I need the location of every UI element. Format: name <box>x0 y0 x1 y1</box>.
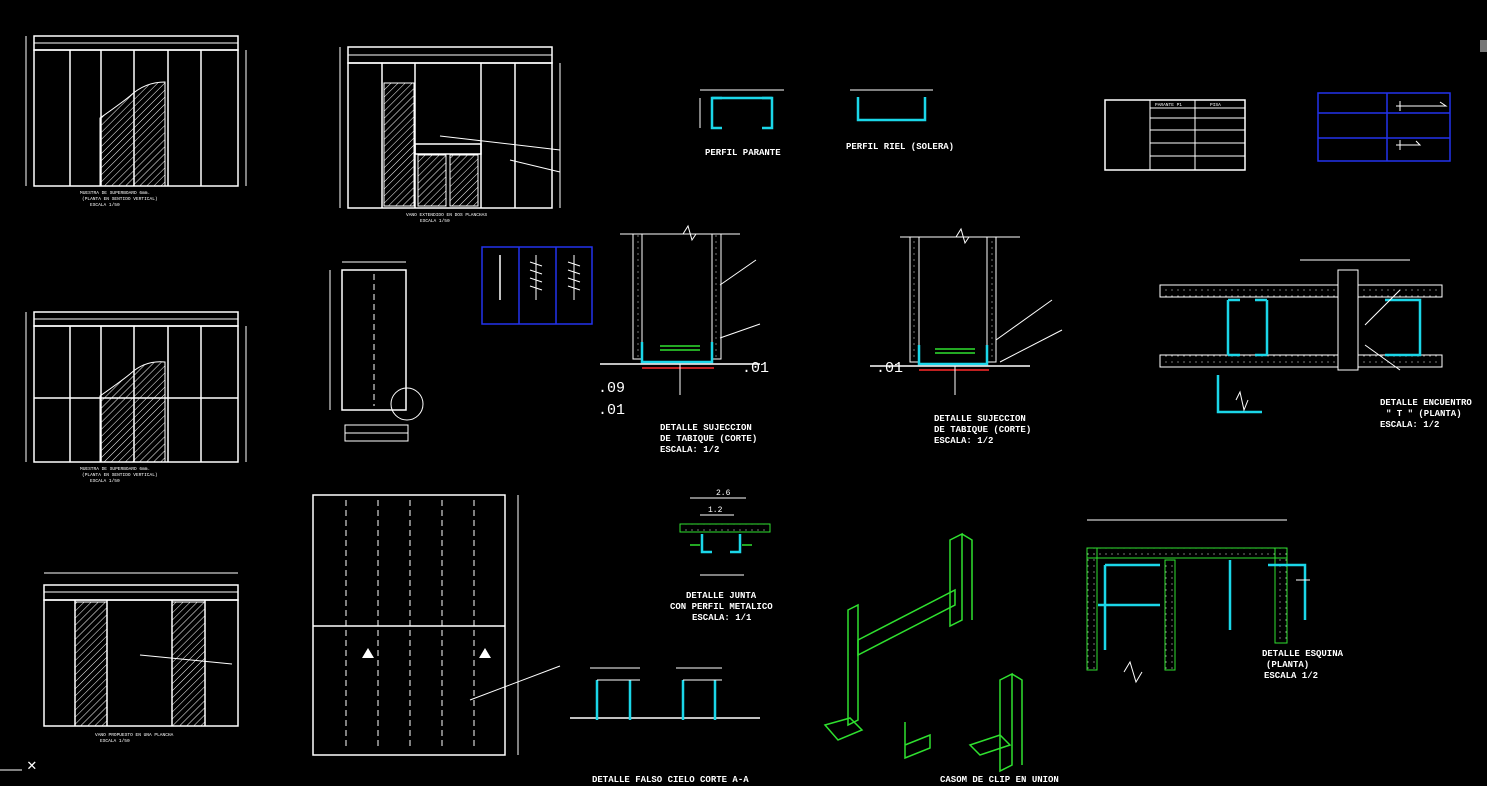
det-suj1-line3: ESCALA: 1/2 <box>660 445 719 455</box>
clip-label: CASOM DE CLIP EN UNION <box>940 775 1059 785</box>
profile-spec-table: PARANTE P1 PISA <box>1104 99 1246 171</box>
table-header-pisa: PISA <box>1210 102 1221 108</box>
svg-text:ESCALA 1/50: ESCALA 1/50 <box>90 478 120 484</box>
svg-text:ESCALA 1/50: ESCALA 1/50 <box>90 202 120 208</box>
detalle-junta: 2.6 1.2 DETALLE JUNTA CON PERFIL METALIC… <box>670 489 773 623</box>
det-esquina-line1: DETALLE ESQUINA <box>1262 649 1344 659</box>
det-encuentro-line2: " T " (PLANTA) <box>1386 409 1462 419</box>
close-icon[interactable]: ✕ <box>27 757 37 775</box>
svg-text:VANO EXTENDIDO EN DOS PLANCHAS: VANO EXTENDIDO EN DOS PLANCHAS <box>406 212 487 218</box>
det-encuentro-line3: ESCALA: 1/2 <box>1380 420 1439 430</box>
det-encuentro-line1: DETALLE ENCUENTRO <box>1380 398 1472 408</box>
det-junta-line1: DETALLE JUNTA <box>686 591 757 601</box>
det-suj1-line2: DE TABIQUE (CORTE) <box>660 434 757 444</box>
detalle-esquina: DETALLE ESQUINA (PLANTA) ESCALA 1/2 <box>1086 519 1344 684</box>
dim-09: .09 <box>598 380 625 397</box>
dim-12: 1.2 <box>708 506 723 515</box>
ceiling-plan <box>312 494 561 756</box>
svg-text:MUESTRA DE SUPERBOARD 6mm.: MUESTRA DE SUPERBOARD 6mm. <box>80 190 150 196</box>
det-esquina-line2: (PLANTA) <box>1266 660 1309 670</box>
dim-01a: .01 <box>598 402 625 419</box>
viewport-scrollbar[interactable] <box>1480 40 1487 52</box>
svg-text:VANO PROPUESTO EN UNA PLANCHA: VANO PROPUESTO EN UNA PLANCHA <box>95 732 174 738</box>
svg-text:ESCALA 1/50: ESCALA 1/50 <box>420 218 450 224</box>
svg-text:ESCALA 1/50: ESCALA 1/50 <box>100 738 130 744</box>
perfil-riel-label: PERFIL RIEL (SOLERA) <box>846 142 954 152</box>
detalle-sujeccion-2: .01 DETALLE SUJECCION DE TABIQUE (CORTE)… <box>870 227 1063 446</box>
dim-26: 2.6 <box>716 489 731 498</box>
svg-text:(PLANTA EN SENTIDO VERTICAL): (PLANTA EN SENTIDO VERTICAL) <box>82 196 158 202</box>
superboard-legend <box>1317 92 1451 162</box>
table-header-parante: PARANTE P1 <box>1155 102 1182 108</box>
screw-legend <box>481 246 593 325</box>
detalle-sujeccion-1: .09 .01 .01 DETALLE SUJECCION DE TABIQUE… <box>598 224 769 455</box>
perfil-riel-detail: PERFIL RIEL (SOLERA) <box>846 89 954 152</box>
perfil-parante-detail: PERFIL PARANTE <box>699 89 784 158</box>
wall-elevation-opening: VANO EXTENDIDO EN DOS PLANCHAS ESCALA 1/… <box>339 46 561 224</box>
wall-elevation-2: MUESTRA DE SUPERBOARD 6mm. (PLANTA EN SE… <box>25 311 247 484</box>
det-junta-line3: ESCALA: 1/1 <box>692 613 752 623</box>
det-suj1-line1: DETALLE SUJECCION <box>660 423 752 433</box>
clip-isometric: CASOM DE CLIP EN UNION <box>823 532 1059 785</box>
svg-text:MUESTRA DE SUPERBOARD 6mm.: MUESTRA DE SUPERBOARD 6mm. <box>80 466 150 472</box>
det-suj2-line2: DE TABIQUE (CORTE) <box>934 425 1031 435</box>
detalle-encuentro-t: DETALLE ENCUENTRO " T " (PLANTA) ESCALA:… <box>1159 259 1472 430</box>
perfil-parante-label: PERFIL PARANTE <box>705 148 781 158</box>
det-esquina-line3: ESCALA 1/2 <box>1264 671 1318 681</box>
wall-elevation-1: MUESTRA DE SUPERBOARD 6mm. (PLANTA EN SE… <box>25 35 247 208</box>
dim-01c: .01 <box>876 360 903 377</box>
board-fixing-plan <box>329 261 424 442</box>
det-falso-cielo-label: DETALLE FALSO CIELO CORTE A-A <box>592 775 749 785</box>
wall-elevation-3: VANO PROPUESTO EN UNA PLANCHA ESCALA 1/5… <box>43 572 239 744</box>
svg-text:(PLANTA EN SENTIDO VERTICAL): (PLANTA EN SENTIDO VERTICAL) <box>82 472 158 478</box>
det-junta-line2: CON PERFIL METALICO <box>670 602 773 612</box>
dim-01b: .01 <box>742 360 769 377</box>
det-suj2-line3: ESCALA: 1/2 <box>934 436 993 446</box>
detalle-falso-cielo: DETALLE FALSO CIELO CORTE A-A <box>570 667 760 785</box>
det-suj2-line1: DETALLE SUJECCION <box>934 414 1026 424</box>
